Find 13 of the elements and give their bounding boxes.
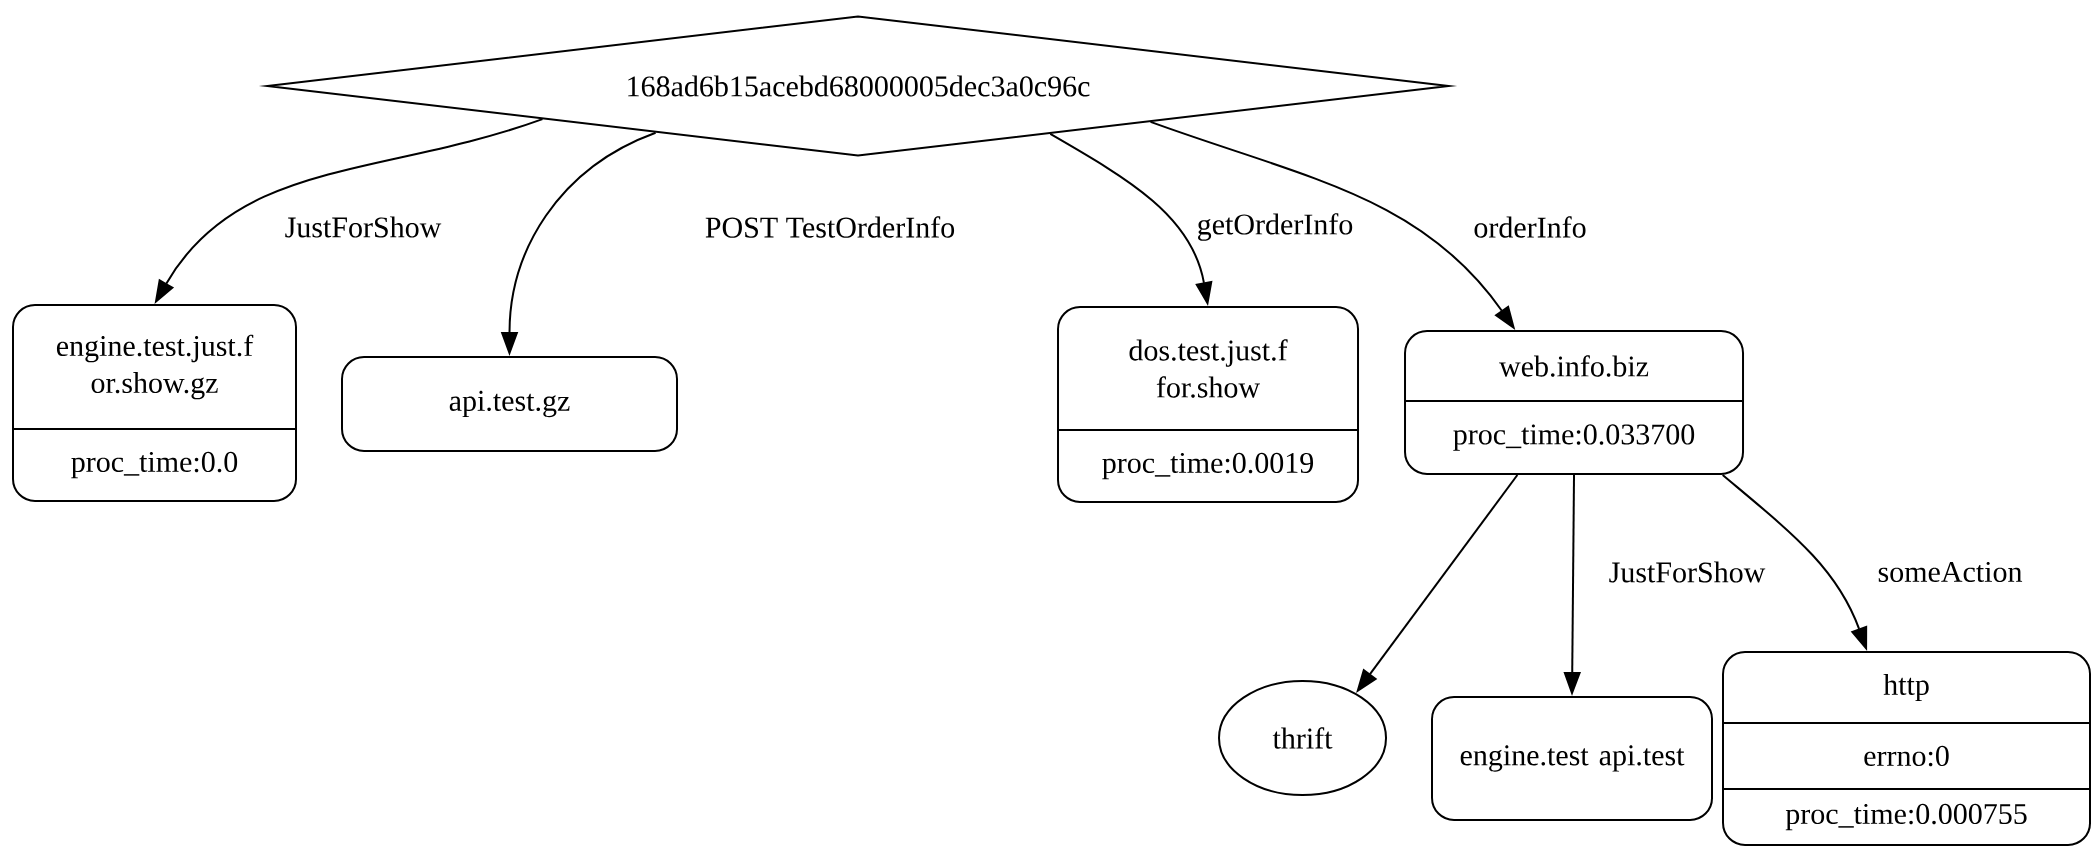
edge-label: orderInfo [1471, 214, 1589, 240]
record-box: dos.test.just.f for.show proc_time:0.0019 [1057, 306, 1359, 503]
edge-label: POST TestOrderInfo [702, 214, 958, 240]
record-box: http errno:0 proc_time:0.000755 [1722, 651, 2091, 846]
edge-label: someAction [1875, 559, 2025, 585]
edge-label: JustForShow [282, 214, 444, 240]
record-box: api.test.gz [341, 356, 678, 452]
record-box: web.info.biz proc_time:0.033700 [1404, 330, 1744, 475]
edge-label: getOrderInfo [1194, 211, 1356, 243]
record-box: engine.test.just.f or.show.gz proc_time:0.0 [12, 304, 297, 502]
record-box: engine.test api.test [1431, 696, 1713, 821]
ellipse-node: thrift [1218, 680, 1387, 796]
edge-label: JustForShow [1606, 559, 1768, 585]
